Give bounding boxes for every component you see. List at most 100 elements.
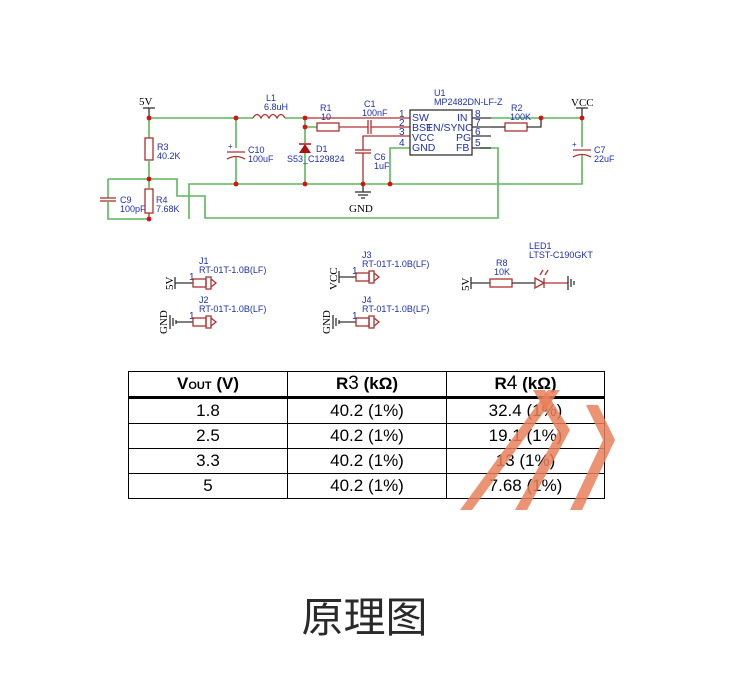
c7-polarity-icon: + bbox=[572, 140, 577, 149]
label-D1-value: S53_C129824 bbox=[287, 154, 345, 164]
label-R4-ref: R4 bbox=[156, 195, 168, 205]
cell-r3: 40.2 (1%) bbox=[287, 397, 447, 424]
header-r3-prefix: R bbox=[335, 374, 349, 393]
pin-name: VCC bbox=[412, 132, 435, 144]
label-C10-value: 100uF bbox=[248, 154, 274, 164]
pin-num: 1 bbox=[189, 311, 195, 322]
capacitor-C7-curve bbox=[572, 153, 592, 158]
pin-num: 1 bbox=[399, 109, 405, 120]
ic-U1 bbox=[409, 109, 473, 156]
pin-name: PG bbox=[456, 132, 471, 144]
pin-num: 1 bbox=[189, 272, 195, 283]
led-light-icon bbox=[544, 269, 549, 276]
u1-right-pins: 8 IN 7 EN/SYNC 6 PG 5 FB bbox=[426, 109, 481, 154]
schematic-diagram: 5V L1 6.8uH R1 10 C1 100nF + C10 100uF D… bbox=[100, 88, 615, 334]
caption-schematic: 原理图 bbox=[301, 593, 428, 642]
table-row: 2.5 40.2 (1%) 19.1 (1%) bbox=[128, 423, 605, 449]
label-R2-ref: R2 bbox=[511, 103, 523, 113]
connector-J3: VCC 1 J3 RT-01T-1.0B(LF) bbox=[328, 250, 429, 290]
led-LED1 bbox=[534, 276, 546, 290]
net-label: 5V bbox=[460, 278, 472, 292]
header-r3: R3 (kΩ) bbox=[287, 371, 447, 399]
pin-name: FB bbox=[456, 142, 469, 154]
pin-num: 2 bbox=[399, 118, 405, 129]
table-row: 1.8 40.2 (1%) 32.4 (1%) bbox=[128, 397, 605, 424]
header-vout-unit: (V) bbox=[211, 374, 239, 393]
pin-num: 8 bbox=[475, 109, 481, 120]
label-value: RT-01T-1.0B(LF) bbox=[362, 304, 429, 314]
label-L1-value: 6.8uH bbox=[264, 102, 288, 112]
label-D1-ref: D1 bbox=[316, 144, 328, 154]
cell-r4: 13 (1%) bbox=[446, 448, 605, 474]
junction-dot bbox=[302, 181, 308, 187]
cell-r4: 32.4 (1%) bbox=[446, 397, 605, 424]
wire-feedback bbox=[108, 147, 499, 219]
label-ref: J2 bbox=[199, 295, 209, 305]
resistor-R4 bbox=[144, 188, 154, 214]
pin-name: EN/SYNC bbox=[426, 122, 473, 134]
header-r4-num: 4 bbox=[506, 373, 518, 394]
wire-vcc-c6 bbox=[362, 135, 410, 150]
net-label: VCC bbox=[328, 267, 340, 290]
u1-left-pins: 1 SW 2 BST 3 VCC 4 GND bbox=[399, 109, 436, 154]
cell-r3: 40.2 (1%) bbox=[287, 473, 447, 499]
junction-dot bbox=[302, 124, 308, 130]
label-ref: J4 bbox=[362, 295, 372, 305]
pin-tip bbox=[373, 317, 381, 327]
header-vout: VOUT (V) bbox=[128, 371, 288, 399]
net-label-gnd: GND bbox=[349, 203, 373, 215]
label-R1-ref: R1 bbox=[320, 103, 332, 113]
net-label-vcc: VCC bbox=[571, 97, 594, 109]
label-R4-value: 7.68K bbox=[156, 204, 180, 214]
junction-dot bbox=[360, 181, 366, 187]
junction-dot bbox=[233, 181, 239, 187]
inductor-L1 bbox=[252, 113, 286, 120]
net-label: 5V bbox=[164, 277, 176, 291]
junction-dot bbox=[146, 115, 152, 121]
junction-dots bbox=[146, 115, 585, 222]
header-vout-main: V bbox=[177, 374, 189, 393]
pin-name: GND bbox=[412, 142, 436, 154]
label-R1-value: 10 bbox=[321, 112, 331, 122]
cell-vout: 3.3 bbox=[128, 448, 288, 474]
pin-num: 5 bbox=[475, 138, 481, 149]
header-r4-prefix: R bbox=[494, 374, 507, 393]
label-ref: J3 bbox=[362, 250, 372, 260]
wire-u1-gnd bbox=[389, 147, 410, 184]
pin-num: 1 bbox=[352, 311, 358, 322]
pin-body bbox=[192, 317, 207, 327]
label-C10-ref: C10 bbox=[248, 145, 265, 155]
label-R8-ref: R8 bbox=[496, 258, 508, 268]
junction-dot bbox=[146, 216, 152, 222]
pin-collar bbox=[205, 315, 212, 329]
wire-c9-bottom bbox=[107, 201, 149, 220]
led-indicator-circuit: 5V R8 10K LED1 LTST-C190GKT bbox=[460, 241, 593, 291]
pin-tip bbox=[210, 278, 218, 288]
label-value: RT-01T-1.0B(LF) bbox=[199, 304, 266, 314]
wire-c7-bottom bbox=[579, 155, 583, 185]
table-row: 3.3 40.2 (1%) 13 (1%) bbox=[128, 448, 605, 474]
label-R3-ref: R3 bbox=[157, 142, 169, 152]
header-r4-unit: (kΩ) bbox=[522, 374, 557, 393]
cell-vout: 2.5 bbox=[128, 423, 288, 449]
junction-dot bbox=[233, 115, 239, 121]
wire-gnd-rail bbox=[188, 183, 579, 219]
label-L1-ref: L1 bbox=[266, 93, 276, 103]
junction-dot bbox=[302, 115, 308, 121]
cell-vout: 5 bbox=[128, 473, 288, 499]
table-row: 5 40.2 (1%) 7.68 (1%) bbox=[128, 473, 605, 499]
label-ref: J1 bbox=[199, 256, 209, 266]
pin-num: 4 bbox=[399, 138, 405, 149]
junction-dot bbox=[579, 115, 585, 121]
label-R2-value: 100K bbox=[510, 112, 531, 122]
resistor-R2 bbox=[504, 122, 528, 132]
junction-dot bbox=[146, 176, 152, 182]
pin-name: SW bbox=[412, 112, 429, 124]
header-r4: R4 (kΩ) bbox=[446, 371, 605, 399]
cell-vout: 1.8 bbox=[128, 397, 288, 424]
label-value: RT-01T-1.0B(LF) bbox=[199, 265, 266, 275]
pin-num: 7 bbox=[475, 118, 481, 129]
label-U1-ref: U1 bbox=[434, 88, 446, 98]
resistor-R8 bbox=[489, 278, 513, 288]
net-label-5v: 5V bbox=[139, 96, 153, 108]
